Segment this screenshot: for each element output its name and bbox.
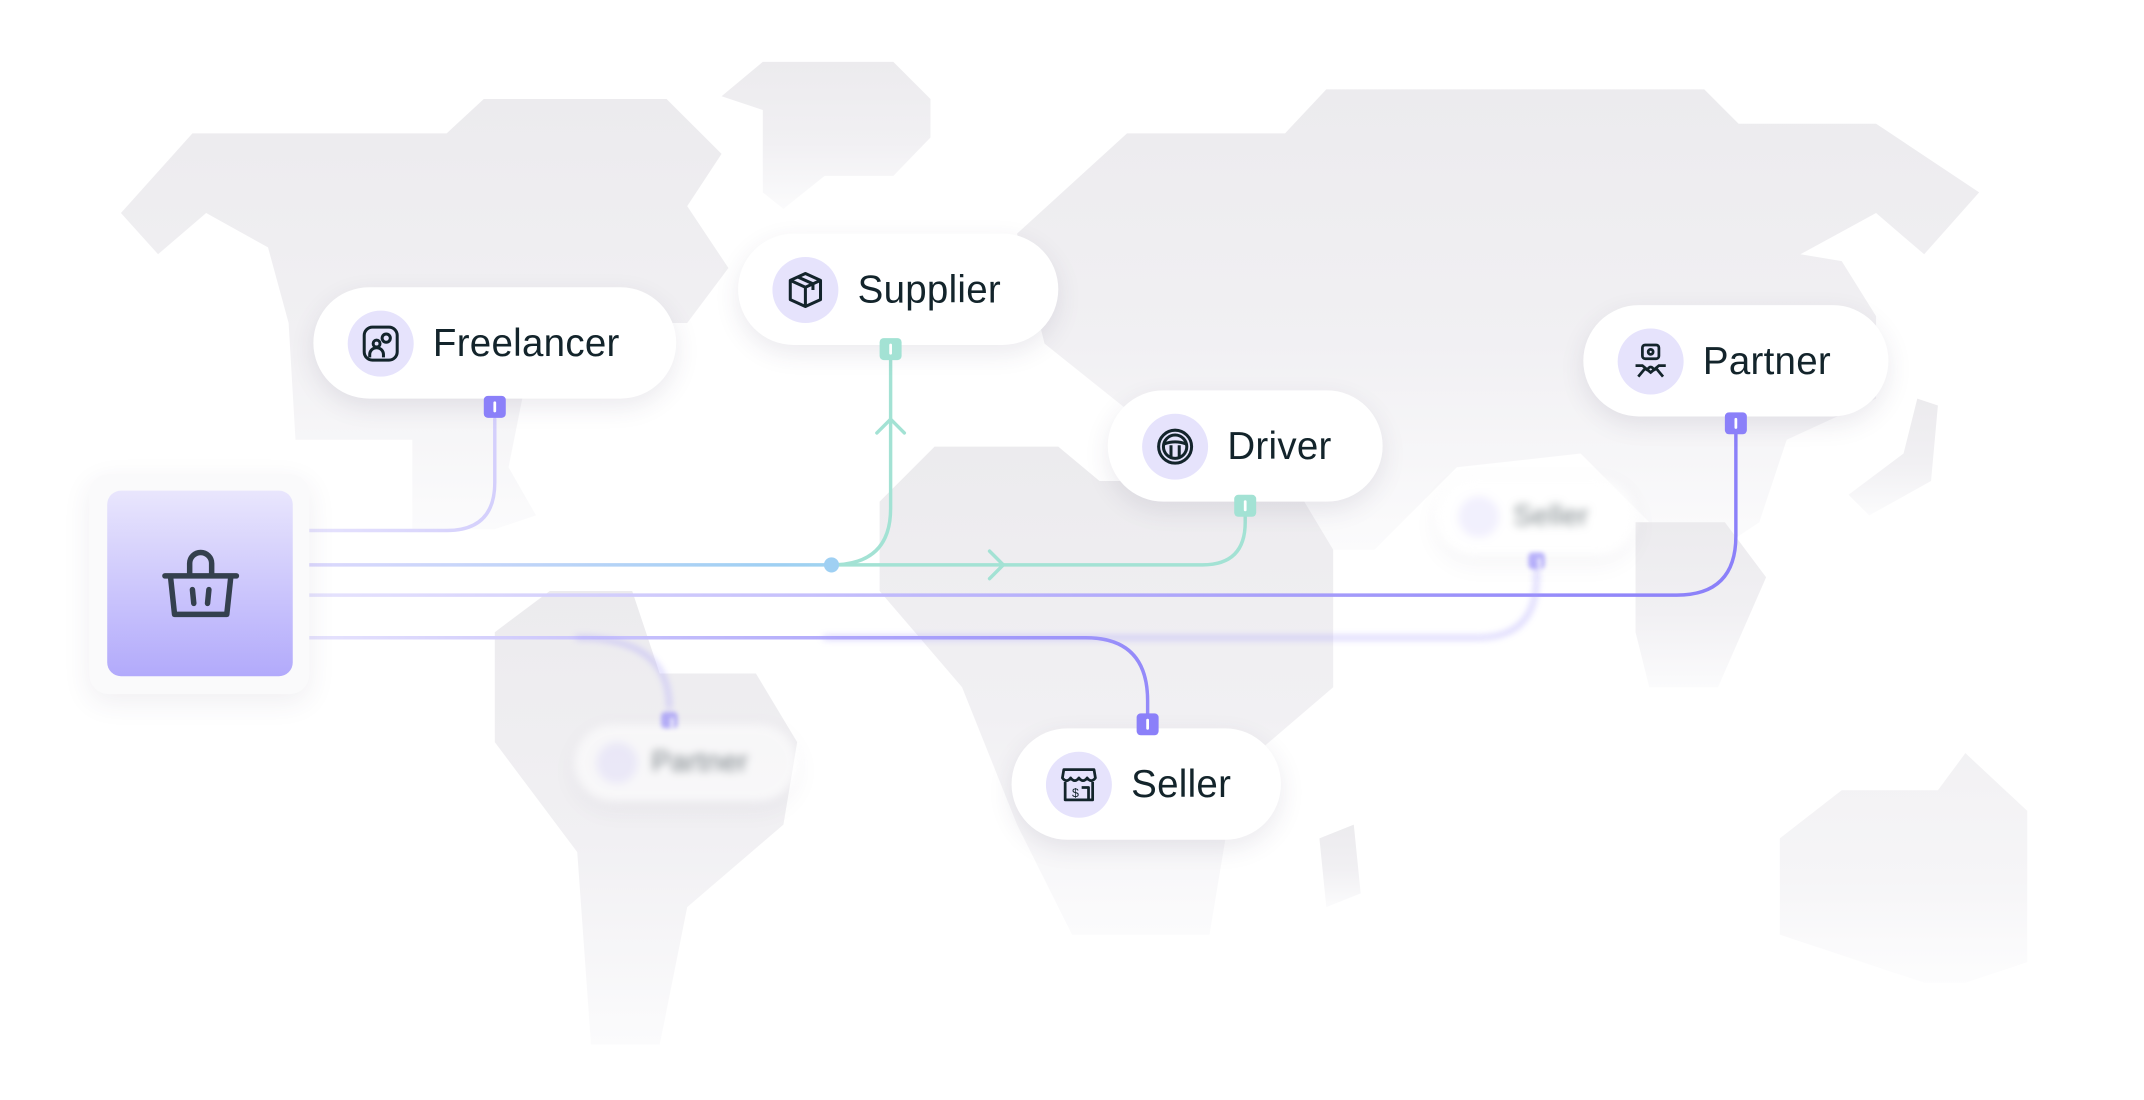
partner-icon-badge bbox=[1617, 327, 1684, 394]
package-box-icon bbox=[788, 271, 823, 308]
port-driver[interactable] bbox=[1234, 494, 1257, 517]
node-label: Partner bbox=[1702, 338, 1832, 382]
node-freelancer[interactable]: Freelancer bbox=[313, 287, 677, 399]
port-partner-blurred bbox=[661, 711, 678, 729]
storefront-icon bbox=[1458, 496, 1500, 538]
node-label: Freelancer bbox=[432, 320, 620, 364]
node-partner[interactable]: Partner bbox=[1583, 305, 1889, 417]
node-supplier[interactable]: Supplier bbox=[738, 233, 1059, 345]
port-seller[interactable] bbox=[1136, 713, 1159, 736]
freelancer-icon-badge bbox=[347, 309, 414, 376]
port-partner[interactable] bbox=[1724, 412, 1747, 435]
driver-icon-badge bbox=[1142, 413, 1209, 479]
node-label: Supplier bbox=[857, 267, 1002, 310]
node-driver[interactable]: Driver bbox=[1107, 390, 1383, 502]
steering-wheel-icon bbox=[1157, 427, 1194, 464]
hub-card[interactable] bbox=[89, 474, 310, 695]
storefront-icon: $ bbox=[1061, 767, 1097, 801]
handshake-icon bbox=[596, 742, 638, 784]
node-label: Partner bbox=[651, 746, 749, 778]
junction-dot bbox=[823, 557, 840, 573]
line-partner bbox=[307, 432, 1738, 597]
arrow-right-icon bbox=[987, 549, 1006, 581]
port-supplier[interactable] bbox=[879, 338, 902, 361]
world-map bbox=[120, 61, 2028, 1045]
freelancer-portrait-icon bbox=[362, 324, 399, 361]
node-label: Seller bbox=[1513, 500, 1589, 532]
line-partner-blurred bbox=[575, 636, 672, 710]
node-seller-blurred: Seller bbox=[1436, 478, 1636, 556]
svg-text:$: $ bbox=[1072, 785, 1079, 799]
node-label: Driver bbox=[1227, 424, 1332, 467]
line-seller-blurred bbox=[822, 564, 1539, 640]
hub-basket-tile bbox=[107, 490, 293, 677]
line-freelancer bbox=[307, 417, 497, 533]
supplier-icon-badge bbox=[772, 256, 839, 323]
node-label: Seller bbox=[1131, 762, 1232, 805]
node-partner-blurred: Partner bbox=[574, 724, 798, 802]
node-seller[interactable]: $ Seller bbox=[1011, 728, 1281, 840]
port-seller-blurred bbox=[1528, 552, 1545, 570]
arrow-up-icon bbox=[875, 416, 907, 435]
connection-lines bbox=[307, 358, 1738, 716]
line-driver bbox=[829, 515, 1247, 567]
port-freelancer[interactable] bbox=[483, 395, 506, 418]
seller-icon-badge: $ bbox=[1045, 751, 1112, 818]
handshake-icon bbox=[1635, 342, 1666, 377]
shopping-basket-icon bbox=[161, 549, 239, 617]
